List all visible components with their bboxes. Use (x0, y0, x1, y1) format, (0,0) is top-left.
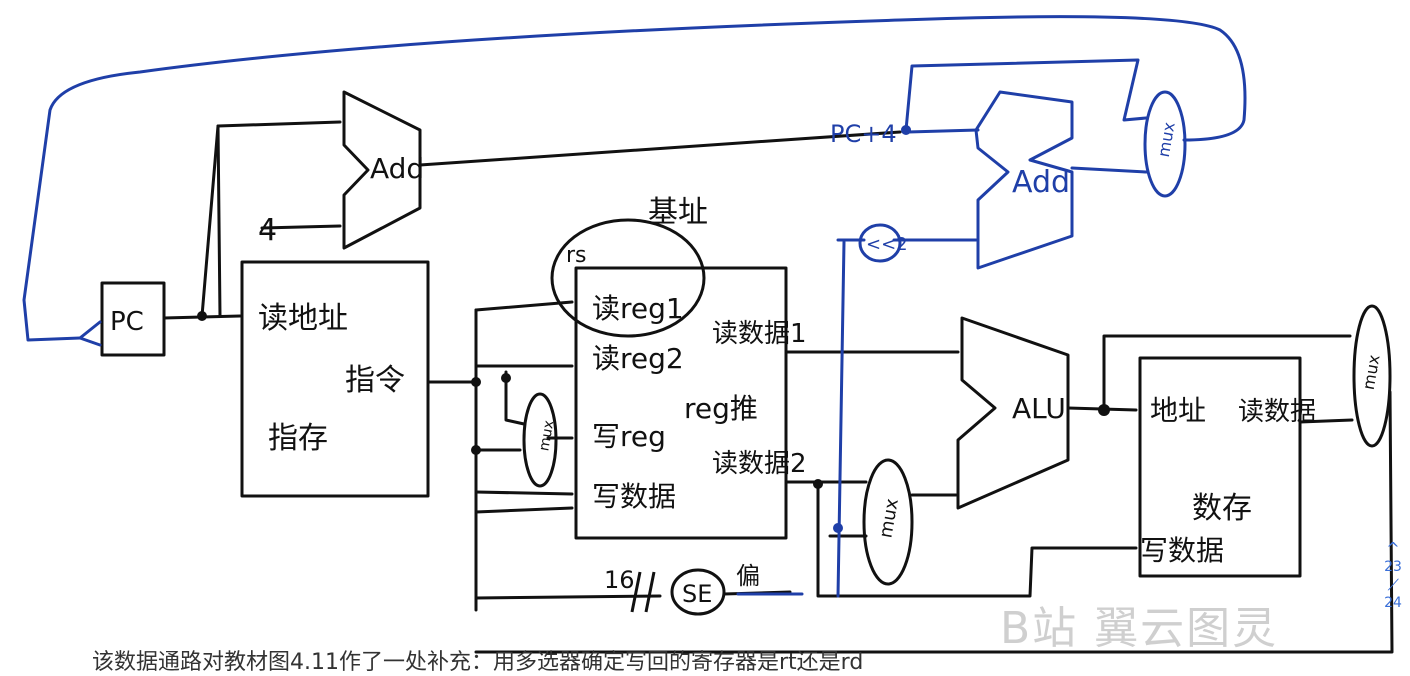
junction-dots (197, 311, 1110, 489)
watermark: B站 翼云图灵 (1000, 603, 1279, 654)
read-reg1-label: 读reg1 (592, 292, 684, 325)
top-adder-shape (342, 90, 422, 250)
branch-feedback-wire (22, 15, 1247, 342)
write-data-label: 写数据 (592, 480, 676, 513)
alu-src-mux-shape (862, 458, 914, 586)
left-mux-label: mux (536, 419, 557, 452)
writeback-mux-shape (1352, 304, 1392, 448)
register-file-box (574, 266, 788, 540)
reg-file-label: reg推 (684, 392, 758, 425)
imem-name-label: 指存 (268, 421, 328, 456)
alu-label: ALU (1012, 392, 1066, 425)
subtitle-caption: 该数据通路对教材图4.11作了一处补充：用多选器确定写回的寄存器是rt还是rd (92, 650, 864, 675)
writeback-mux-label: mux (1359, 353, 1384, 391)
const-4-label: 4 (258, 213, 277, 248)
instruction-memory-box (240, 260, 430, 498)
alu-src-mux-label: mux (875, 497, 903, 540)
base-address-label: 基址 (648, 195, 708, 230)
page-separator: / (1386, 577, 1400, 593)
rs-label: rs (566, 243, 587, 268)
se-label: SE (682, 580, 712, 608)
read-reg2-label: 读reg2 (592, 342, 684, 375)
pc-label: PC (110, 307, 144, 337)
page-indicator: ^ 23 / 24 (1380, 540, 1406, 612)
sign-extend-circle (670, 568, 726, 616)
pc-plus4-label: PC+4 (830, 120, 897, 148)
imem-instruction-label: 指令 (345, 363, 405, 398)
dmem-read-data-label: 读数据 (1238, 397, 1316, 427)
data-memory-box (1138, 356, 1302, 578)
read-data1-label: 读数据1 (712, 319, 807, 349)
current-page: 23 (1384, 559, 1402, 575)
branch-mux-shape (1143, 90, 1187, 198)
dmem-write-data-label: 写数据 (1140, 534, 1224, 567)
datapath-diagram: PC Add 4 读地址 指令 指存 基址 rs 读reg1 读reg2 写re… (22, 15, 1394, 654)
shift-left-2-label: <<2 (866, 234, 908, 255)
const-16-label: 16 (604, 566, 635, 594)
dmem-address-label: 地址 (1150, 394, 1206, 427)
imem-read-address-label: 读地址 (258, 301, 348, 336)
branch-mux-label: mux (1154, 121, 1179, 159)
total-pages: 24 (1384, 595, 1402, 611)
top-adder-label: Add (370, 152, 424, 185)
write-reg-label: 写reg (592, 420, 666, 453)
shift-left-2-shape (858, 223, 902, 263)
alu-shape (956, 316, 1070, 510)
chevron-up-icon[interactable]: ^ (1386, 539, 1400, 558)
branch-adder-label: Add (1012, 165, 1070, 200)
read-data2-label: 读数据2 (712, 449, 807, 479)
dmem-name-label: 数存 (1192, 491, 1252, 526)
base-address-circle (550, 218, 706, 338)
offset-label: 偏 (736, 562, 760, 590)
left-mux-shape (522, 392, 558, 488)
